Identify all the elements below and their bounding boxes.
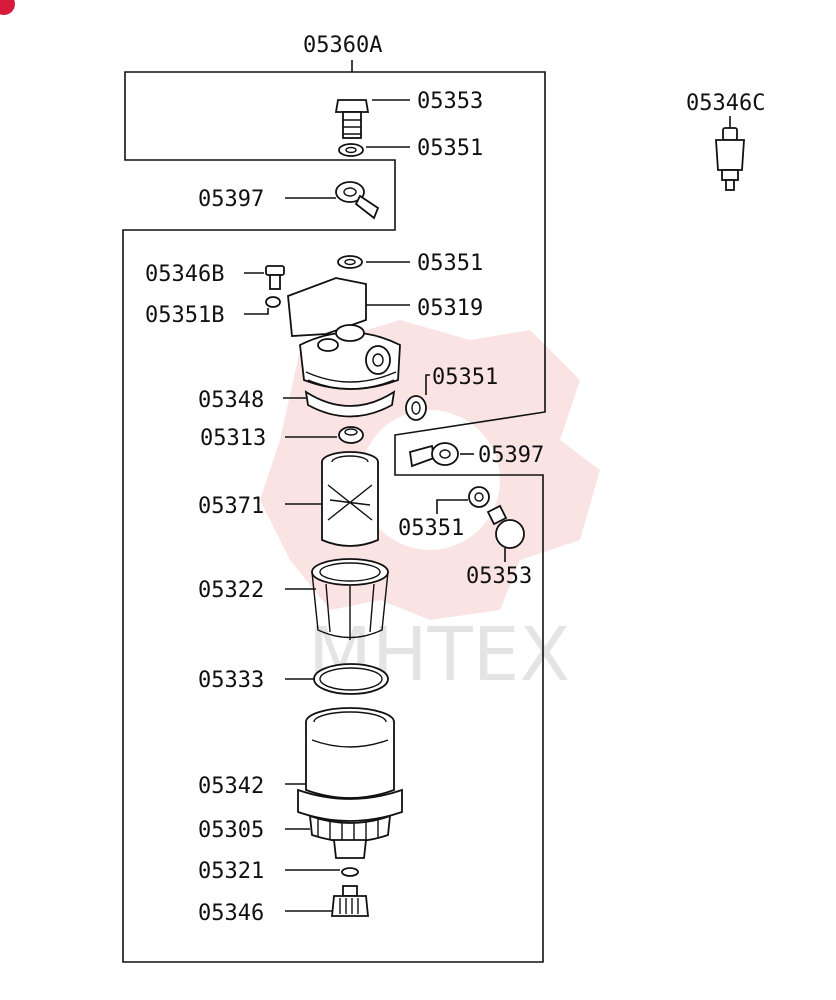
screw-05346b-icon <box>265 265 285 290</box>
part-label-05342: 05342 <box>198 774 264 799</box>
banjo-fitting-b-icon <box>408 442 459 468</box>
part-label-05351-b: 05351 <box>432 365 498 390</box>
part-label-05353-top: 05353 <box>417 89 483 114</box>
banjo-bolt-top-icon <box>334 99 370 139</box>
part-label-05305: 05305 <box>198 818 264 843</box>
banjo-bolt-b-icon <box>486 504 525 549</box>
part-label-05351-a: 05351 <box>417 251 483 276</box>
part-label-05346c: 05346C <box>686 91 765 116</box>
retaining-ring-05305-icon <box>297 788 403 859</box>
corner-badge-icon <box>0 0 15 15</box>
part-label-05371: 05371 <box>198 494 264 519</box>
washer-a-icon <box>337 255 363 269</box>
filter-head-05319-icon <box>287 277 401 390</box>
drain-plug-05346c-icon <box>715 127 745 191</box>
part-label-05346b: 05346B <box>145 262 224 287</box>
part-label-05313: 05313 <box>200 426 266 451</box>
part-label-05351-c: 05351 <box>398 516 464 541</box>
part-label-05333: 05333 <box>198 668 264 693</box>
part-label-05322: 05322 <box>198 578 264 603</box>
part-label-05397-b: 05397 <box>478 443 544 468</box>
part-label-05346: 05346 <box>198 901 264 926</box>
filter-cage-05322-icon <box>311 558 389 640</box>
assembly-part-label: 05360A <box>303 33 382 58</box>
washer-05351b-icon <box>265 296 281 308</box>
part-label-05397-top: 05397 <box>198 187 264 212</box>
filter-element-05371-icon <box>321 451 379 547</box>
part-label-05353-b: 05353 <box>466 564 532 589</box>
washer-c-icon <box>468 486 490 508</box>
small-oring-05321-icon <box>341 867 359 877</box>
banjo-fitting-top-icon <box>335 181 380 220</box>
washer-b-icon <box>405 395 427 421</box>
part-label-05348: 05348 <box>198 388 264 413</box>
washer-top-icon <box>338 143 364 157</box>
part-label-05321: 05321 <box>198 859 264 884</box>
part-label-05351b: 05351B <box>145 303 224 328</box>
gasket-05348-icon <box>304 390 396 418</box>
part-label-05351-top: 05351 <box>417 136 483 161</box>
drain-plug-05346-icon <box>331 885 369 917</box>
assembly-enclosure-outline <box>122 71 546 963</box>
filter-bowl-05342-icon <box>305 707 395 799</box>
part-label-05319: 05319 <box>417 296 483 321</box>
